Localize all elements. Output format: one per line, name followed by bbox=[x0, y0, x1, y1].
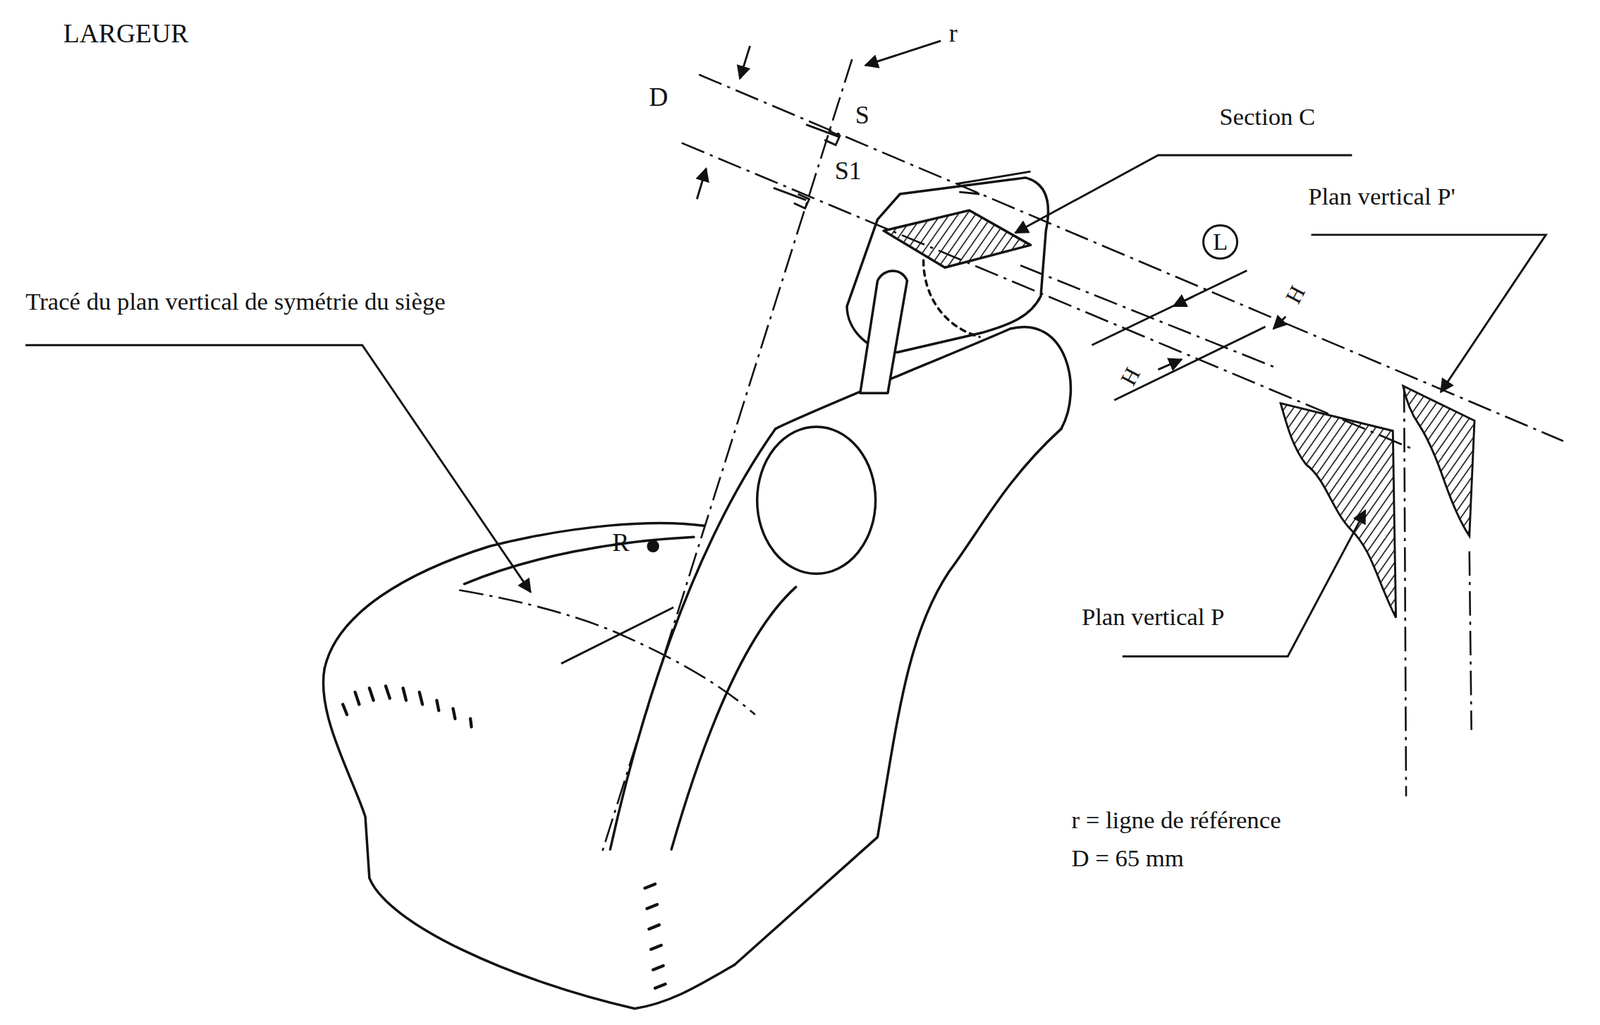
plane-p-line bbox=[1403, 387, 1407, 797]
plane-p-prime-section bbox=[1403, 385, 1475, 536]
seat-outline bbox=[324, 522, 704, 668]
drawing-label: Plan vertical P bbox=[1081, 605, 1225, 630]
plane-p-prime-line bbox=[1469, 550, 1472, 730]
right-angle-mark bbox=[794, 193, 810, 209]
leader-line bbox=[25, 344, 531, 592]
l-line bbox=[1020, 265, 1276, 368]
perpendicular-line bbox=[681, 143, 1414, 450]
backrest-outline bbox=[671, 586, 797, 850]
callout-circle: L bbox=[1202, 224, 1239, 261]
tick bbox=[773, 124, 840, 201]
dimension-tick bbox=[956, 171, 1031, 194]
backrest-outline bbox=[609, 428, 775, 850]
drawing-label: r = ligne de référence bbox=[1071, 808, 1281, 833]
right-angle-mark bbox=[824, 130, 840, 145]
seat-stitching bbox=[342, 686, 472, 728]
drawing-label: D bbox=[648, 83, 668, 111]
drawing-label: r bbox=[949, 20, 958, 46]
headrest-post bbox=[860, 270, 908, 393]
drawing-label: Section C bbox=[1219, 105, 1316, 130]
drawing-label: Tracé du plan vertical de symétrie du si… bbox=[25, 289, 446, 315]
drawing-label: D = 65 mm bbox=[1071, 846, 1184, 871]
drawing-label: LARGEUR bbox=[63, 20, 189, 48]
drawing-label: S1 bbox=[834, 157, 862, 184]
seat-stitching bbox=[645, 883, 666, 988]
l-arrow bbox=[1173, 296, 1194, 307]
leader-line bbox=[1015, 155, 1353, 233]
seat-cross bbox=[561, 607, 674, 664]
drawing-label: H bbox=[1116, 363, 1145, 389]
backrest-section bbox=[757, 426, 876, 574]
l-dimension bbox=[1091, 270, 1266, 401]
drawing-label: H bbox=[1281, 282, 1310, 308]
h-arrow bbox=[1273, 316, 1286, 329]
h-arrow bbox=[1157, 358, 1182, 369]
drawing-label: Plan vertical P' bbox=[1308, 184, 1456, 210]
hidden-edge bbox=[923, 260, 981, 338]
point-r bbox=[648, 540, 658, 551]
leader-line bbox=[865, 40, 941, 66]
perpendicular-line bbox=[698, 74, 1564, 441]
leader-line bbox=[1122, 510, 1366, 657]
drawing-label: S bbox=[855, 102, 870, 128]
symmetry-trace bbox=[459, 589, 756, 715]
plane-p-section bbox=[1280, 403, 1397, 618]
seat-outline bbox=[322, 668, 735, 1009]
reference-line bbox=[602, 59, 853, 852]
leader-line bbox=[1310, 234, 1546, 393]
backrest-outline bbox=[734, 428, 1062, 965]
dimension-arrow bbox=[739, 45, 750, 79]
backrest-outline bbox=[775, 326, 1072, 429]
dimension-arrow bbox=[696, 168, 706, 199]
drawing-label: R bbox=[612, 529, 629, 555]
callout-letter: L bbox=[1212, 229, 1228, 255]
